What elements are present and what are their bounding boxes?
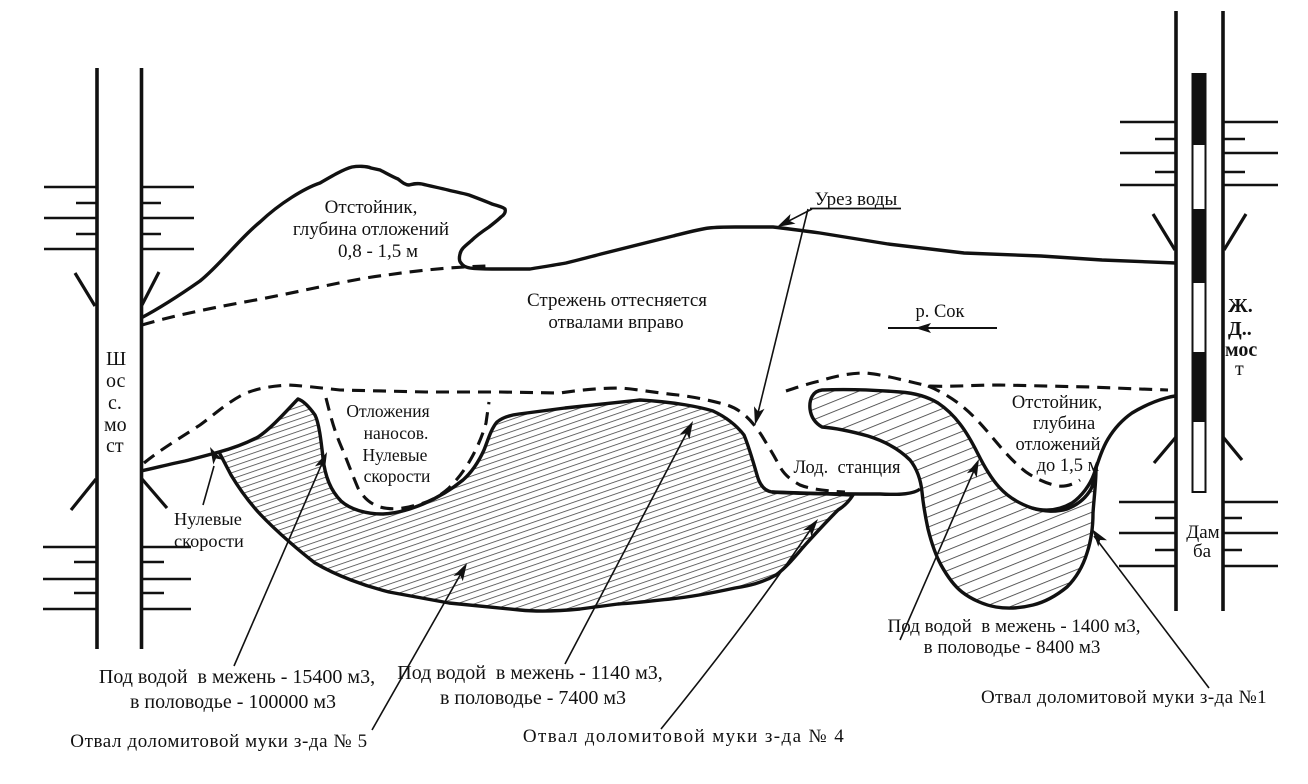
svg-text:Отстойник,: Отстойник,	[1012, 393, 1102, 413]
svg-text:наносов.: наносов.	[364, 423, 429, 443]
svg-text:в половодье - 8400 м3: в половодье - 8400 м3	[924, 637, 1101, 658]
svg-text:Д..: Д..	[1228, 318, 1252, 340]
svg-text:скорости: скорости	[364, 466, 431, 486]
svg-text:Дам: Дам	[1186, 522, 1219, 543]
svg-text:Ж.: Ж.	[1228, 295, 1253, 317]
svg-text:Отстойник,: Отстойник,	[325, 197, 418, 218]
svg-text:Нулевые: Нулевые	[363, 445, 428, 465]
svg-text:Отложения: Отложения	[346, 401, 429, 421]
svg-text:глубина: глубина	[1033, 414, 1095, 434]
svg-text:мо: мо	[104, 414, 127, 436]
svg-text:Под водой в межень - 1140 м3,: Под водой в межень - 1140 м3,	[397, 662, 662, 684]
svg-text:с.: с.	[108, 392, 122, 414]
svg-text:отвалами вправо: отвалами вправо	[548, 312, 683, 333]
svg-text:Стрежень оттесняется: Стрежень оттесняется	[527, 290, 707, 311]
svg-text:Урез воды: Урез воды	[815, 189, 898, 210]
svg-text:0,8 - 1,5 м: 0,8 - 1,5 м	[338, 241, 418, 262]
svg-text:до 1,5 м: до 1,5 м	[1037, 456, 1100, 476]
svg-text:т: т	[1235, 358, 1244, 380]
svg-text:ст: ст	[106, 435, 124, 457]
svg-text:р. Сок: р. Сок	[915, 302, 964, 322]
svg-text:Лод. станция: Лод. станция	[793, 458, 901, 478]
svg-text:глубина отложений: глубина отложений	[293, 219, 449, 240]
svg-text:в половодье - 100000 м3: в половодье - 100000 м3	[130, 691, 336, 713]
svg-text:мос: мос	[1225, 339, 1257, 361]
svg-text:Отвал доломитовой муки з-да №: Отвал доломитовой муки з-да № 4	[523, 726, 845, 747]
svg-text:Ш: Ш	[106, 348, 126, 370]
svg-text:Нулевые: Нулевые	[174, 509, 242, 529]
svg-text:отложений: отложений	[1015, 435, 1100, 455]
svg-text:Отвал доломитовой муки з-да №: Отвал доломитовой муки з-да № 5	[70, 731, 367, 752]
svg-text:Отвал доломитовой муки з-да №1: Отвал доломитовой муки з-да №1	[981, 687, 1267, 708]
svg-text:Под водой в межень - 15400 м3: Под водой в межень - 15400 м3,	[99, 666, 375, 688]
svg-text:в половодье - 7400 м3: в половодье - 7400 м3	[440, 687, 626, 709]
svg-text:Под водой в межень - 1400 м3,: Под водой в межень - 1400 м3,	[888, 616, 1141, 637]
svg-text:ба: ба	[1193, 541, 1212, 562]
svg-text:ос: ос	[106, 370, 125, 392]
svg-text:скорости: скорости	[174, 531, 244, 551]
